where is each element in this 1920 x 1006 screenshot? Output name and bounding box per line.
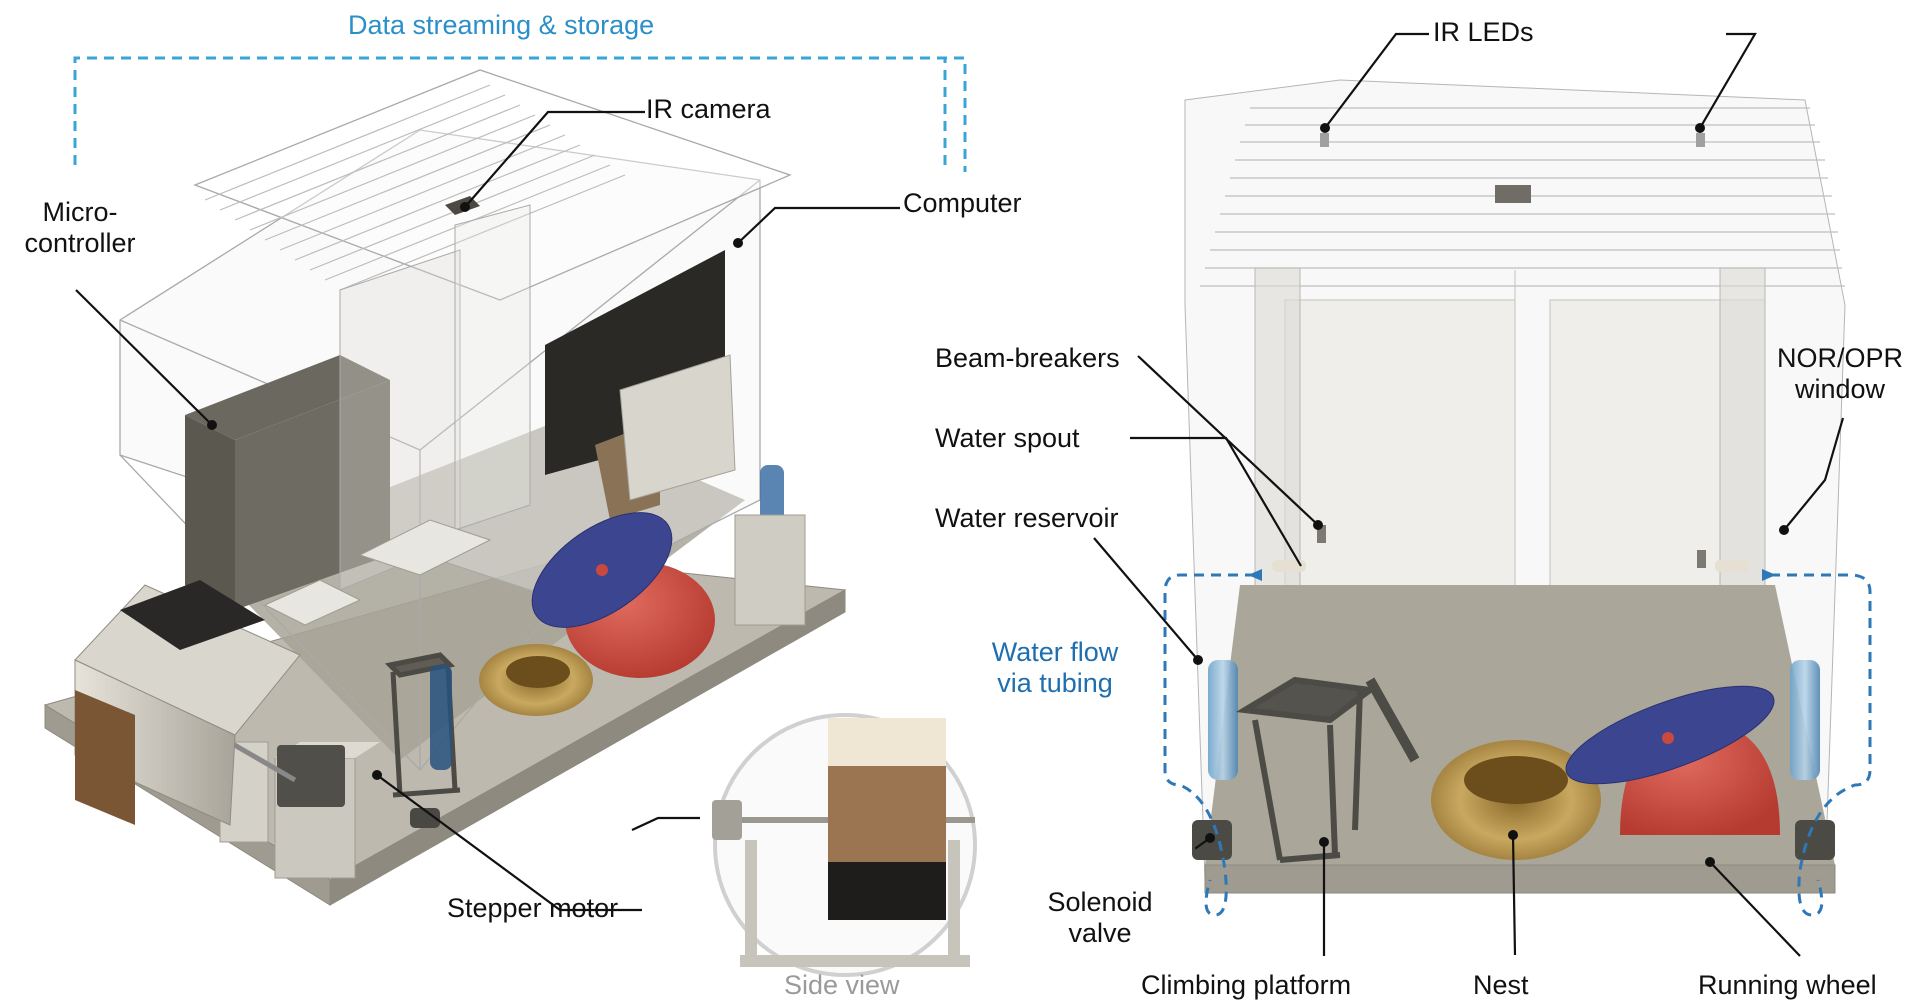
leader-lines bbox=[75, 32, 1845, 957]
microcontroller-label: Micro- controller bbox=[15, 197, 145, 259]
nor-opr-label-line2: window bbox=[1794, 374, 1886, 405]
nor-opr-window-label: NOR/OPR window bbox=[1770, 343, 1910, 405]
ir-leds-label: IR LEDs bbox=[1433, 17, 1534, 47]
right-base-plate bbox=[1204, 864, 1836, 894]
computer-monitor bbox=[545, 250, 736, 520]
side-housing bbox=[74, 580, 301, 826]
water-spout-left bbox=[1272, 560, 1306, 572]
side-view-label: Side view bbox=[784, 970, 900, 1000]
right-apparatus bbox=[1184, 79, 1846, 894]
data-streaming-path bbox=[73, 56, 967, 172]
ir-camera-label: IR camera bbox=[646, 94, 771, 124]
computer-label: Computer bbox=[903, 188, 1022, 218]
water-reservoir-left bbox=[1208, 660, 1238, 780]
stepper-motor-assembly bbox=[198, 722, 380, 879]
water-flow-path bbox=[1163, 573, 1872, 917]
ir-led-right bbox=[1696, 133, 1705, 147]
grid-plate-lower bbox=[263, 579, 362, 626]
water-flow-label: Water flow via tubing bbox=[975, 637, 1135, 699]
water-flow-label-line2: via tubing bbox=[997, 668, 1113, 699]
solenoid-label-line2: valve bbox=[1068, 918, 1132, 949]
water-spout-right bbox=[1715, 560, 1749, 572]
water-flow-label-line1: Water flow bbox=[991, 637, 1119, 667]
nor-opr-label-line1: NOR/OPR bbox=[1776, 343, 1903, 373]
right-ir-camera bbox=[1495, 185, 1531, 203]
water-spout-label: Water spout bbox=[935, 423, 1080, 453]
stepper-motor-label: Stepper motor bbox=[447, 893, 619, 923]
beam-breakers-label: Beam-breakers bbox=[935, 343, 1120, 373]
microcontroller-label-line1: Micro- bbox=[42, 197, 118, 227]
grid-plate-upper bbox=[358, 519, 492, 576]
left-lid-slats bbox=[204, 84, 626, 291]
solenoid-valve-label: Solenoid valve bbox=[1030, 887, 1170, 949]
microcontroller-box bbox=[185, 355, 390, 610]
running-wheel-label: Running wheel bbox=[1698, 970, 1877, 1000]
side-view-inset bbox=[712, 713, 977, 977]
left-water-tube bbox=[430, 665, 452, 770]
beam-breaker-right bbox=[1697, 550, 1706, 568]
left-apparatus bbox=[43, 69, 847, 906]
side-view-cube-bottom bbox=[828, 862, 946, 920]
right-climbing-platform bbox=[1235, 676, 1420, 863]
nest-label: Nest bbox=[1473, 970, 1529, 1000]
side-view-cube-top bbox=[828, 718, 946, 766]
climbing-platform-label: Climbing platform bbox=[1141, 970, 1352, 1000]
water-reservoir-label: Water reservoir bbox=[935, 503, 1119, 533]
leader-dots bbox=[207, 123, 1789, 867]
water-reservoir-right bbox=[1790, 660, 1820, 780]
side-view-cube-middle bbox=[828, 766, 946, 862]
solenoid-label-line1: Solenoid bbox=[1047, 887, 1153, 917]
solenoid-valve-right bbox=[1795, 820, 1835, 860]
data-streaming-label: Data streaming & storage bbox=[348, 10, 655, 40]
microcontroller-label-line2: controller bbox=[24, 228, 136, 259]
ir-led-left bbox=[1320, 133, 1329, 147]
beam-breaker-left bbox=[1317, 525, 1326, 543]
